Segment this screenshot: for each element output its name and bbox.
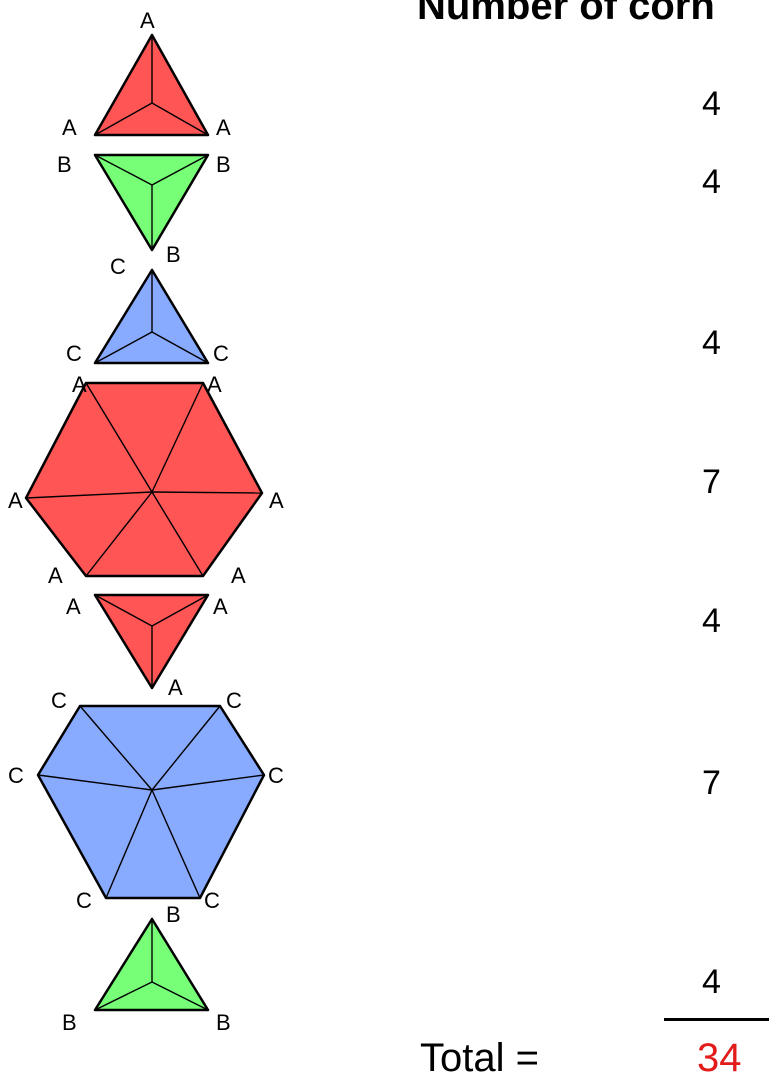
vertex-label-c: C bbox=[213, 341, 229, 366]
piece-7-edge-2 bbox=[94, 981, 153, 1011]
vertex-label-a: A bbox=[213, 594, 228, 619]
piece-6-edge-5 bbox=[105, 789, 153, 899]
vertex-label-c: C bbox=[76, 888, 92, 913]
piece-3-edge-3 bbox=[151, 331, 209, 364]
piece-6-edge-4 bbox=[151, 789, 201, 899]
vertex-label-a: A bbox=[48, 563, 63, 588]
vertex-label-c: C bbox=[110, 254, 126, 279]
total-label: Total = bbox=[420, 1036, 539, 1080]
total-value: 34 bbox=[697, 1036, 742, 1080]
vertex-label-c: C bbox=[66, 341, 82, 366]
piece-4-edge-6 bbox=[25, 491, 153, 499]
total-rule bbox=[664, 1018, 769, 1021]
corner-count-4: 7 bbox=[702, 463, 721, 501]
piece-5-edge-1 bbox=[94, 594, 153, 627]
corner-count-1: 4 bbox=[702, 85, 721, 123]
piece-4-edge-2 bbox=[151, 382, 204, 493]
vertex-label-b: B bbox=[57, 152, 72, 177]
vertex-label-b: B bbox=[216, 152, 231, 177]
piece-1-edge-3 bbox=[151, 102, 209, 136]
piece-2-edge-1 bbox=[94, 154, 153, 186]
piece-4-edge-5 bbox=[85, 491, 153, 577]
vertex-label-a: A bbox=[168, 675, 183, 700]
piece-7-edge-3 bbox=[151, 981, 209, 1011]
vertex-label-c: C bbox=[268, 763, 284, 788]
piece-1-edge-2 bbox=[94, 102, 153, 136]
piece-6-edge-2 bbox=[151, 705, 221, 791]
piece-6-edge-6 bbox=[37, 774, 153, 791]
vertex-label-b: B bbox=[62, 1010, 77, 1035]
piece-6 bbox=[36, 704, 266, 900]
piece-1 bbox=[93, 33, 210, 137]
vertex-label-b: B bbox=[166, 242, 181, 267]
piece-6-edge-3 bbox=[151, 774, 265, 791]
vertex-label-c: C bbox=[226, 688, 242, 713]
vertex-label-a: A bbox=[72, 372, 87, 397]
heading: Number of corn bbox=[417, 0, 715, 28]
piece-4-edge-4 bbox=[151, 491, 204, 577]
corner-count-6: 7 bbox=[702, 764, 721, 802]
solid-pieces bbox=[24, 33, 266, 1012]
piece-5 bbox=[93, 593, 210, 690]
piece-4-edge-1 bbox=[85, 382, 153, 493]
piece-7 bbox=[93, 917, 210, 1012]
piece-3-edge-2 bbox=[94, 331, 153, 364]
piece-4-edge-3 bbox=[151, 491, 263, 494]
vertex-label-a: A bbox=[8, 488, 23, 513]
vertex-label-a: A bbox=[140, 8, 155, 33]
piece-2 bbox=[93, 153, 210, 252]
vertex-label-c: C bbox=[8, 763, 24, 788]
piece-5-edge-2 bbox=[151, 594, 209, 627]
piece-6-edge-1 bbox=[79, 705, 153, 791]
vertex-label-a: A bbox=[231, 563, 246, 588]
corner-count-2: 4 bbox=[702, 163, 721, 201]
piece-6-face bbox=[36, 704, 266, 900]
vertex-label-a: A bbox=[66, 594, 81, 619]
corner-count-3: 4 bbox=[702, 324, 721, 362]
vertex-label-a: A bbox=[269, 488, 284, 513]
piece-2-edge-2 bbox=[151, 154, 209, 186]
piece-3 bbox=[93, 268, 210, 365]
corner-count-5: 4 bbox=[702, 602, 721, 640]
vertex-label-a: A bbox=[62, 115, 77, 140]
piece-4 bbox=[24, 381, 264, 578]
corner-count-7: 4 bbox=[702, 963, 721, 1001]
vertex-label-c: C bbox=[51, 688, 67, 713]
vertex-label-b: B bbox=[166, 902, 181, 927]
vertex-label-a: A bbox=[216, 115, 231, 140]
vertex-label-c: C bbox=[204, 888, 220, 913]
vertex-label-b: B bbox=[216, 1010, 231, 1035]
vertex-label-a: A bbox=[207, 372, 222, 397]
